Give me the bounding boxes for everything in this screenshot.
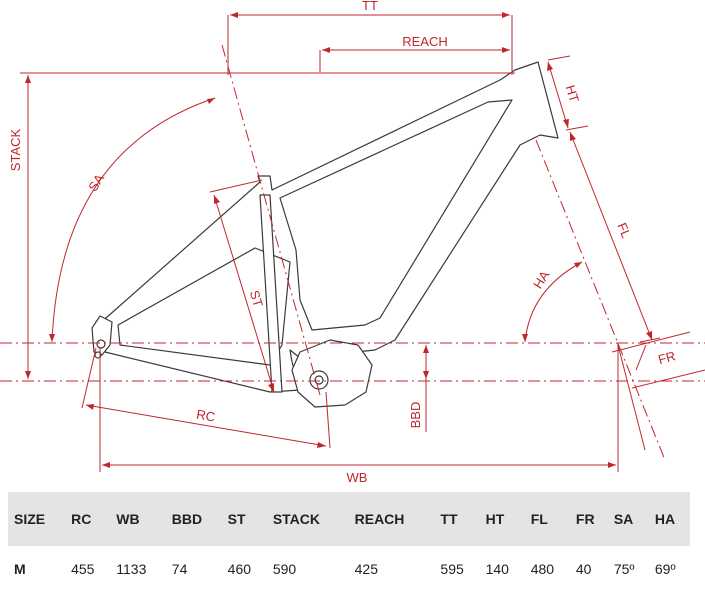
ha-label: HA [530,268,552,292]
bike-frame [97,61,559,393]
rear-dropout [91,315,113,359]
stack-label: STACK [8,128,23,171]
rc-dimension: RC [81,347,331,449]
cell-reach: 425 [354,561,378,577]
fl-dimension: FL [569,131,661,343]
geometry-diagram: TT REACH STACK SA HT FL [0,0,705,485]
bbd-dimension: BBD [408,345,429,432]
ht-label: HT [563,83,582,104]
header-fl: FL [524,492,570,546]
table-header-row: SIZE RC WB BBD ST STACK REACH TT HT FL F… [8,492,690,546]
header-reach: REACH [348,492,435,546]
cell-wb: 1133 [116,561,147,577]
header-size: SIZE [8,492,66,546]
geometry-table: SIZE RC WB BBD ST STACK REACH TT HT FL F… [8,492,690,592]
reach-dimension: REACH [319,34,510,72]
header-ht: HT [479,492,525,546]
cell-fr: 40 [575,561,592,577]
header-bbd: BBD [165,492,222,546]
cell-sa: 75º [613,561,635,577]
wb-label: WB [347,470,368,485]
rc-label: RC [195,407,216,425]
cell-ha: 69º [654,561,676,577]
fr-dimension: FR [611,331,705,451]
st-label: ST [247,289,266,309]
cell-rc: 455 [71,561,95,577]
cell-size: M [14,561,26,577]
header-ha: HA [648,492,690,546]
st-dimension: ST [209,179,275,393]
header-sa: SA [607,492,649,546]
tt-label: TT [362,0,378,13]
header-wb: WB [110,492,166,546]
tt-dimension: TT [227,0,513,75]
bbd-label: BBD [408,402,423,429]
header-st: ST [221,492,267,546]
fr-label: FR [657,348,678,367]
wb-dimension: WB [99,343,619,485]
fl-label: FL [614,220,634,240]
cell-st: 460 [227,561,252,577]
header-stack: STACK [266,492,349,546]
header-tt: TT [434,492,480,546]
cell-bbd: 74 [171,561,188,577]
cell-tt: 595 [440,561,464,577]
table-row: M 455 1133 74 460 590 425 595 140 480 40… [8,546,690,592]
header-rc: RC [65,492,111,546]
cell-fl: 480 [530,561,555,577]
cell-stack: 590 [272,561,297,577]
stack-dimension: STACK [8,72,515,379]
bottom-bracket [291,339,373,408]
reach-label: REACH [402,34,448,49]
ha-dimension: HA [522,261,583,343]
ht-dimension: HT [547,55,589,131]
cell-ht: 140 [485,561,509,577]
header-fr: FR [569,492,608,546]
seat-tube-axis [221,44,321,396]
head-tube-axis [535,139,666,461]
